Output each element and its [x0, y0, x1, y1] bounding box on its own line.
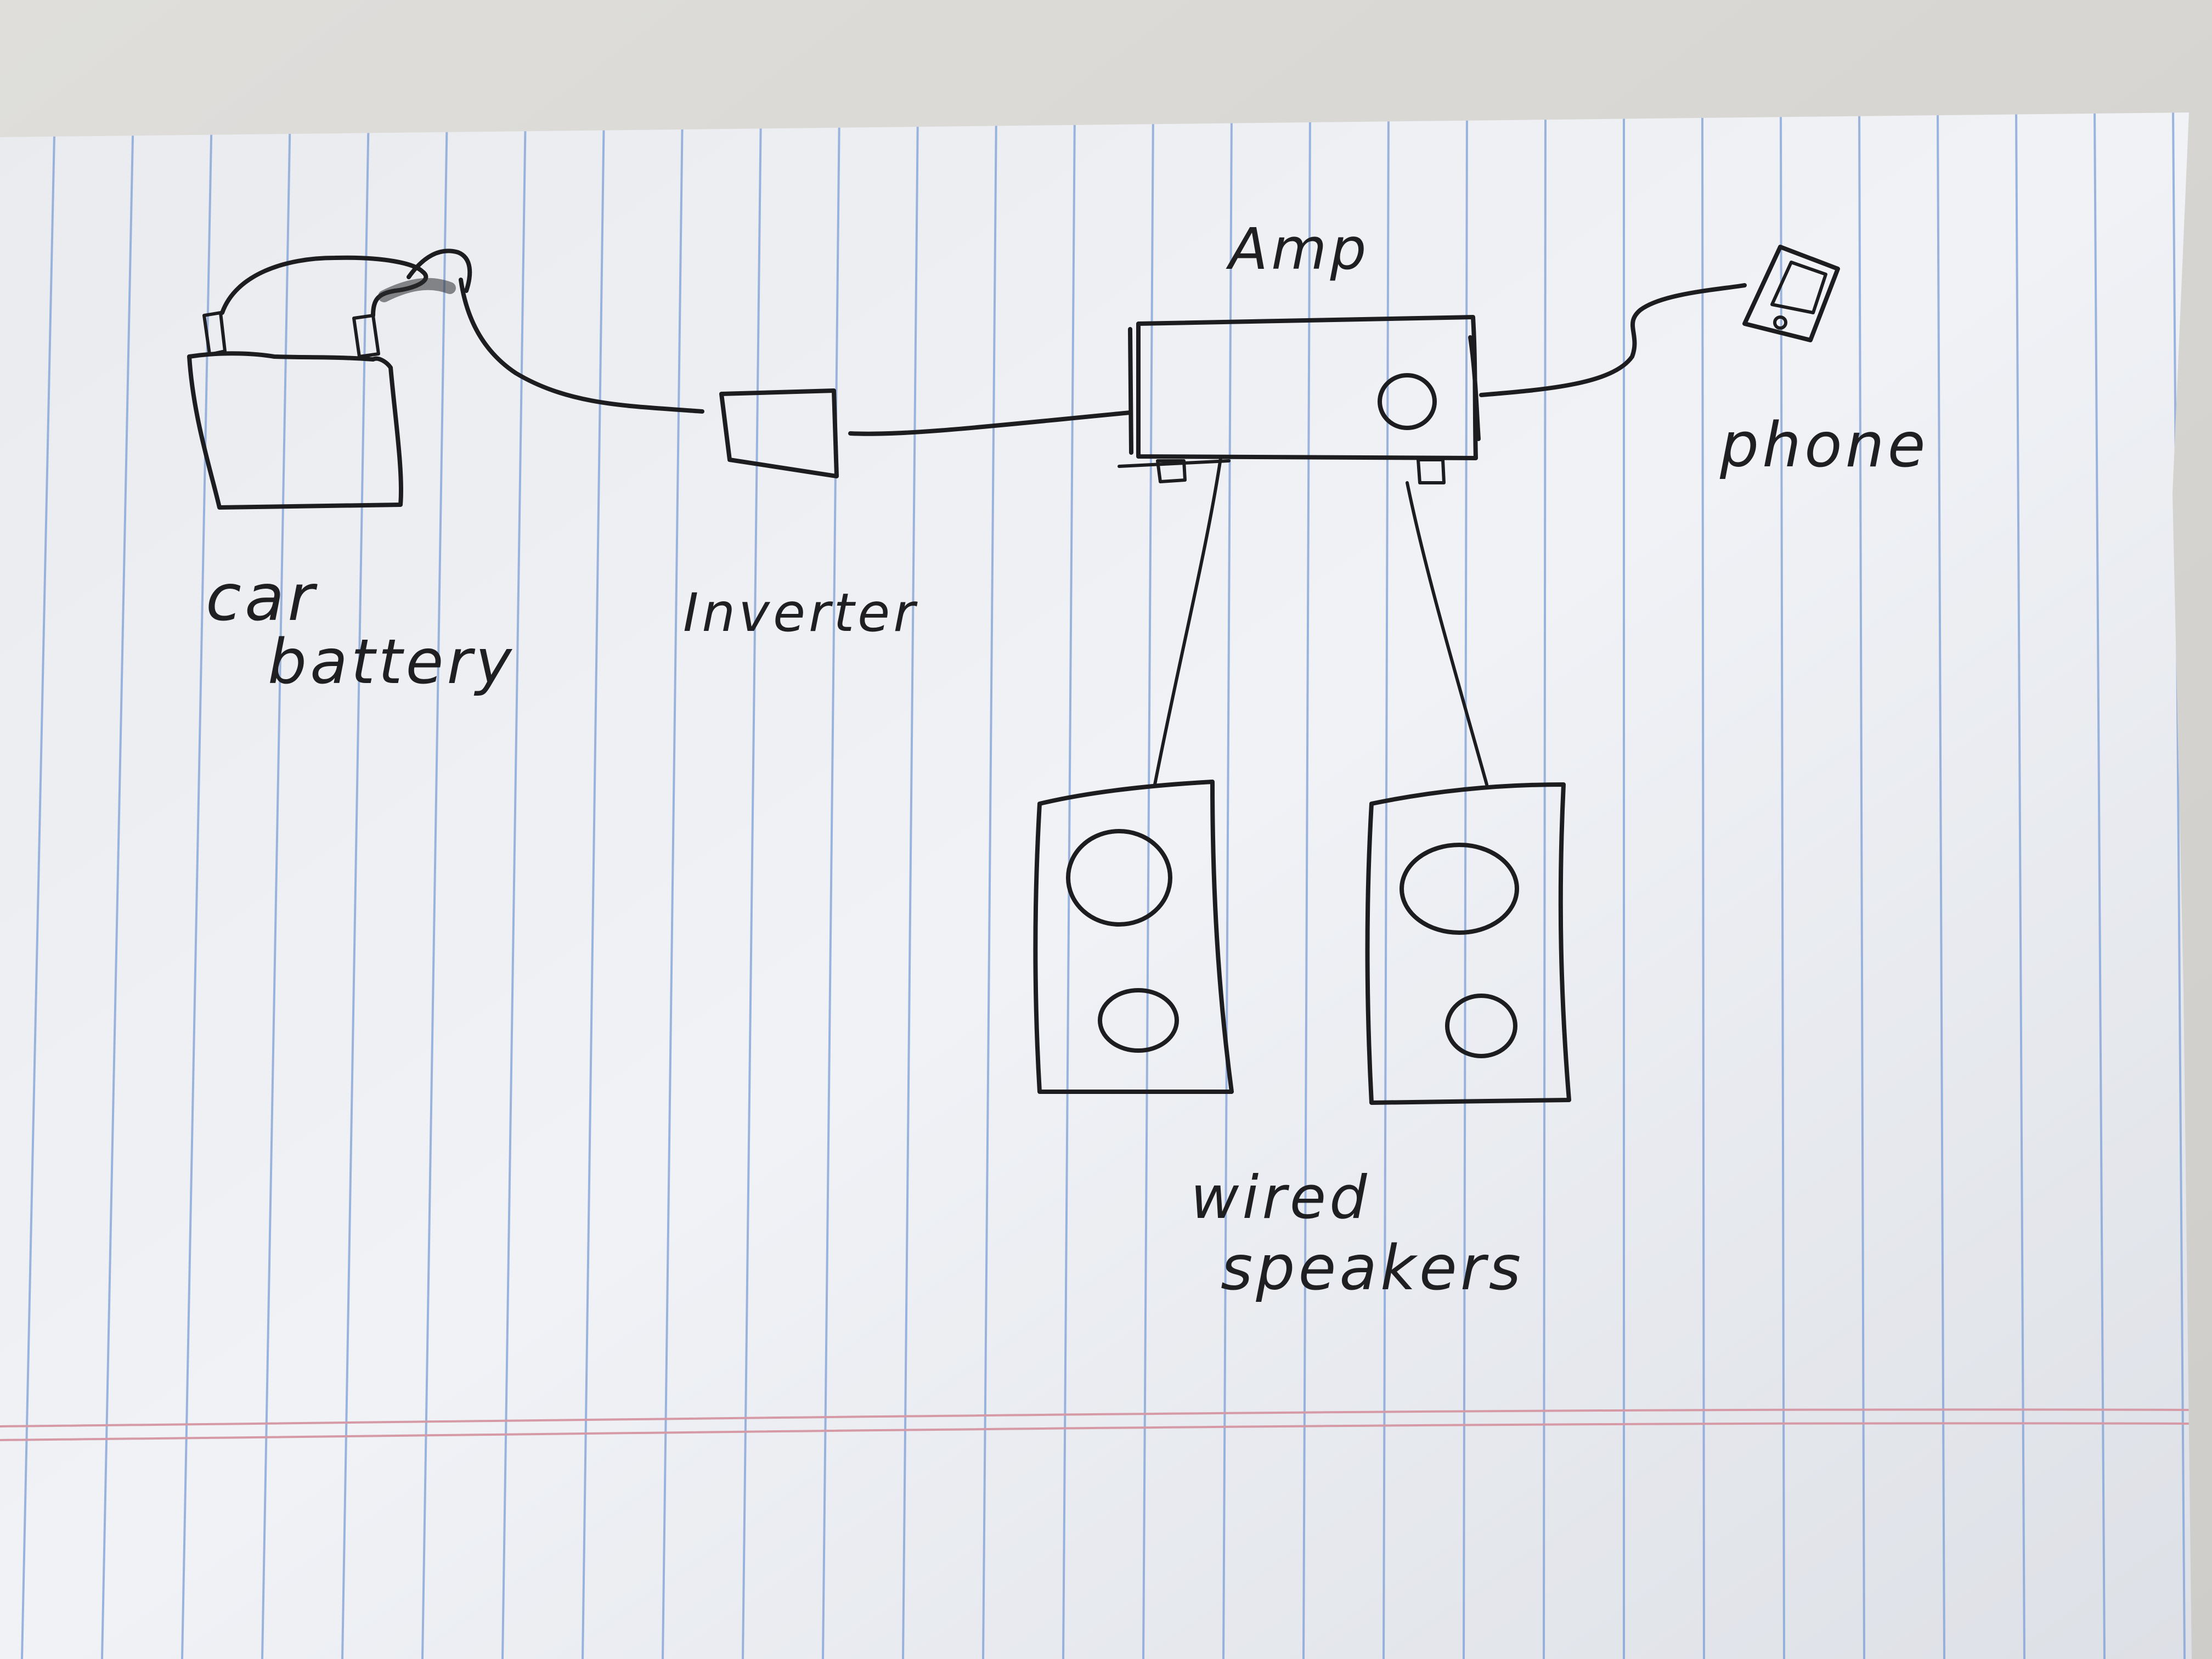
rule-line	[1222, 112, 1233, 1659]
rule-line	[1463, 112, 1468, 1659]
rule-line	[1142, 112, 1154, 1659]
ruled-lines	[0, 112, 2192, 1659]
rule-line	[101, 112, 134, 1659]
amp-drawing	[1118, 315, 1481, 484]
right-speaker-drawing	[1365, 782, 1571, 1105]
rule-line	[501, 112, 527, 1659]
car-battery-drawing	[187, 249, 472, 510]
rule-line	[982, 112, 997, 1659]
rule-line	[341, 112, 370, 1659]
margin-line	[0, 1422, 2192, 1441]
rule-line	[1858, 112, 1865, 1659]
label-battery: battery	[268, 627, 515, 698]
rule-line	[2172, 112, 2186, 1659]
rule-line	[261, 112, 291, 1659]
left-speaker-drawing	[1033, 780, 1234, 1094]
label-amp: Amp	[1226, 216, 1369, 283]
inverter-to-amp-cable	[848, 410, 1132, 436]
rule-line	[902, 112, 919, 1659]
amp-to-phone-cable	[1479, 283, 1747, 397]
rule-line	[1543, 112, 1547, 1659]
phone-drawing	[1742, 245, 1840, 342]
label-speakers: speakers	[1221, 1233, 1524, 1304]
rule-line	[742, 112, 762, 1659]
inverter-drawing	[719, 388, 839, 478]
label-wired: wired	[1190, 1164, 1370, 1232]
rule-line	[21, 112, 56, 1659]
amp-to-left-speaker-cable	[1153, 456, 1222, 786]
rule-line	[582, 112, 605, 1659]
rule-line	[1937, 112, 1945, 1659]
label-inverter: Inverter	[683, 582, 918, 644]
rule-line	[1383, 112, 1390, 1659]
rule-line	[1701, 112, 1705, 1659]
rule-line	[1302, 112, 1311, 1659]
label-phone: phone	[1719, 410, 1929, 481]
label-car: car	[206, 560, 318, 635]
rule-line	[2094, 112, 2106, 1659]
amp-to-right-speaker-cable	[1406, 481, 1488, 786]
notebook-paper	[0, 112, 2192, 1659]
margin-line	[0, 1408, 2192, 1427]
amp-knob	[1378, 373, 1437, 430]
rule-line	[822, 112, 840, 1659]
rule-line	[181, 112, 213, 1659]
rule-line	[662, 112, 684, 1659]
rule-line	[1780, 112, 1785, 1659]
rule-line	[421, 112, 448, 1659]
rule-line	[2015, 112, 2025, 1659]
battery-to-inverter-cable	[459, 278, 704, 414]
